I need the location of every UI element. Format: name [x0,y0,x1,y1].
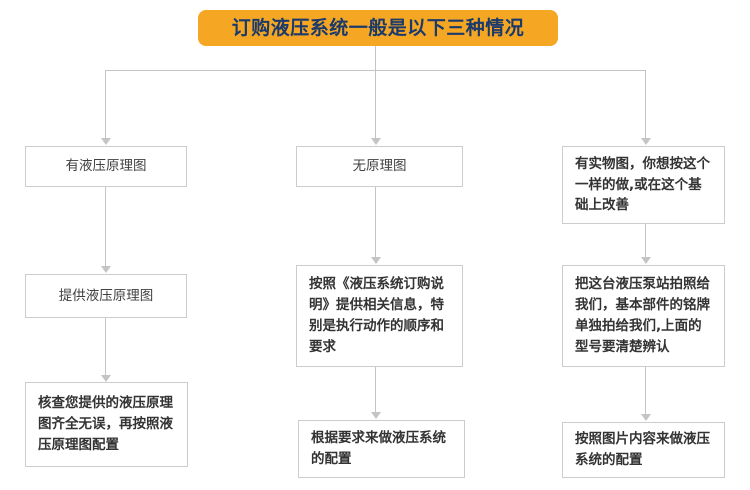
node-b2-s2-label: 按照《液压系统订购说明》提供相关信息，特别是执行动作的顺序和要求 [309,276,444,355]
node-b2-s3[interactable]: 根据要求来做液压系统的配置 [298,420,465,478]
node-b2-s3-label: 根据要求来做液压系统的配置 [311,430,446,467]
node-b1-s2-label: 提供液压原理图 [58,287,154,304]
arrowhead-b2-s1-to-s2 [371,257,381,264]
connector-b1-s1-to-s2 [105,187,106,266]
node-b2-s1[interactable]: 无原理图 [296,146,463,187]
node-b3-s3-label: 按照图片内容来做液压系统的配置 [575,431,710,468]
arrowhead-b3-s1-to-s2 [641,257,651,264]
node-b3-s2[interactable]: 把这台液压泵站拍照给我们，基本部件的铭牌单独拍给我们,上面的型号要清楚辨认 [562,265,725,367]
node-b1-s1[interactable]: 有液压原理图 [25,146,187,187]
node-b3-s1-label: 有实物图，你想按这个一样的做,或在这个基础上改善 [575,155,710,214]
node-b1-s1-label: 有液压原理图 [65,158,147,175]
arrowhead-b1-s2-to-s3 [101,375,111,382]
node-b3-s2-label: 把这台液压泵站拍照给我们，基本部件的铭牌单独拍给我们,上面的型号要清楚辨认 [575,276,710,355]
node-b1-s2[interactable]: 提供液压原理图 [25,274,187,318]
arrowhead-to-branch-3 [641,138,651,145]
connector-split-to-branch-2 [375,70,376,139]
connector-b1-s2-to-s3 [105,318,106,375]
arrowhead-b3-s2-to-s3 [641,414,651,421]
page-title: 订购液压系统一般是以下三种情况 [231,16,525,39]
connector-b3-s2-to-s3 [645,367,646,414]
arrowhead-to-branch-2 [371,138,381,145]
node-b3-s1[interactable]: 有实物图，你想按这个一样的做,或在这个基础上改善 [562,146,725,224]
arrowhead-b2-s2-to-s3 [371,412,381,419]
node-b3-s3[interactable]: 按照图片内容来做液压系统的配置 [562,422,725,478]
connector-split-to-branch-3 [645,70,646,139]
node-b1-s3[interactable]: 核查您提供的液压原理图齐全无误，再按照液压原理图配置 [25,382,188,467]
connector-b3-s1-to-s2 [645,224,646,257]
flowchart-title-banner: 订购液压系统一般是以下三种情况 [198,10,558,46]
arrowhead-b1-s1-to-s2 [101,266,111,273]
node-b1-s3-label: 核查您提供的液压原理图齐全无误，再按照液压原理图配置 [38,395,173,453]
node-b2-s1-label: 无原理图 [352,158,407,175]
node-b2-s2[interactable]: 按照《液压系统订购说明》提供相关信息，特别是执行动作的顺序和要求 [296,265,463,367]
arrowhead-to-branch-1 [101,138,111,145]
connector-title-stem [375,46,376,70]
connector-split-to-branch-1 [105,70,106,139]
connector-b2-s1-to-s2 [375,187,376,257]
connector-b2-s2-to-s3 [375,367,376,412]
